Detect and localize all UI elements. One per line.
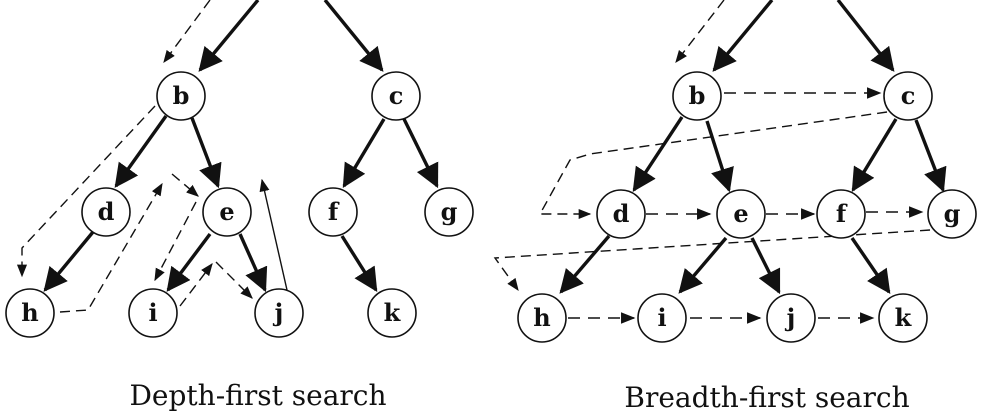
svg-text:f: f [328, 197, 340, 226]
dfs-diagram: b c d e f g h i [5, 0, 474, 412]
svg-text:g: g [441, 197, 458, 226]
svg-text:j: j [273, 298, 284, 327]
svg-text:j: j [785, 303, 796, 332]
bfs-node-f: f [816, 189, 866, 239]
dfs-step-e-arrival [171, 173, 199, 197]
svg-text:k: k [384, 298, 402, 327]
dfs-step-root-to-b [163, 0, 211, 64]
bfs-diagram: b c d e f g h i [493, 0, 977, 414]
svg-text:e: e [733, 199, 748, 228]
edge-root-b [712, 0, 774, 72]
dfs-node-e: e [202, 187, 252, 237]
edge-c-f [851, 118, 898, 193]
dfs-node-d: d [81, 187, 131, 237]
edge-b-e [705, 120, 734, 193]
svg-text:g: g [944, 199, 961, 228]
edge-root-b [198, 0, 260, 72]
dfs-step-h-to-e [59, 182, 163, 313]
svg-text:b: b [689, 81, 706, 110]
edge-f-k [340, 235, 378, 293]
edge-root-c [323, 0, 384, 72]
bfs-node-e: e [716, 189, 766, 239]
edge-d-h [43, 230, 95, 292]
svg-text:c: c [389, 81, 404, 110]
svg-text:h: h [21, 298, 38, 327]
dfs-step-b-to-h [16, 105, 156, 278]
bfs-node-j: j [766, 293, 816, 343]
bfs-traversal-path [493, 0, 931, 324]
bfs-node-i: i [637, 293, 687, 343]
svg-text:f: f [836, 199, 848, 228]
bfs-node-d: d [596, 189, 646, 239]
bfs-node-c: c [883, 71, 933, 121]
edge-c-g [914, 119, 947, 193]
dfs-caption: Depth-first search [129, 379, 386, 412]
edge-c-f [342, 118, 386, 189]
edge-b-d [632, 116, 684, 192]
svg-text:h: h [533, 303, 550, 332]
dfs-node-i: i [128, 288, 178, 338]
edge-e-j [238, 233, 268, 293]
dfs-node-k: k [367, 288, 417, 338]
dfs-step-j-return [259, 178, 288, 291]
edge-c-g [402, 118, 439, 189]
bfs-node-h: h [517, 293, 567, 343]
svg-text:b: b [173, 81, 190, 110]
edge-d-h [559, 234, 611, 294]
edge-b-e [190, 117, 222, 189]
dfs-node-j: j [254, 288, 304, 338]
dfs-node-f: f [308, 187, 358, 237]
svg-text:i: i [657, 303, 666, 332]
svg-text:e: e [219, 197, 234, 226]
bfs-step-g-to-h [493, 229, 931, 292]
svg-text:k: k [895, 303, 913, 332]
dfs-traversal-path [16, 0, 288, 313]
svg-text:d: d [98, 197, 115, 226]
edge-e-i [678, 236, 728, 294]
bfs-tree-edges [559, 0, 947, 295]
svg-text:c: c [901, 81, 916, 110]
dfs-step-i-to-e [179, 262, 213, 307]
svg-text:i: i [148, 298, 157, 327]
dfs-node-c: c [371, 71, 421, 121]
dfs-node-b: b [156, 71, 206, 121]
bfs-node-k: k [878, 293, 928, 343]
svg-text:d: d [613, 199, 630, 228]
dfs-node-g: g [424, 187, 474, 237]
edge-e-j [750, 237, 781, 295]
bfs-caption: Breadth-first search [624, 381, 909, 414]
dfs-step-e-to-i [154, 201, 197, 282]
edge-e-i [166, 232, 212, 292]
edge-b-d [114, 115, 168, 188]
bfs-node-b: b [672, 71, 722, 121]
dfs-step-e-to-j [215, 261, 253, 299]
edge-root-c [836, 0, 895, 72]
bfs-step-c-to-d [538, 111, 888, 220]
dfs-node-h: h [5, 288, 55, 338]
bfs-step-root-to-b [675, 0, 725, 63]
dfs-tree-edges [43, 0, 439, 293]
edge-f-k [850, 237, 891, 294]
bfs-node-g: g [927, 189, 977, 239]
